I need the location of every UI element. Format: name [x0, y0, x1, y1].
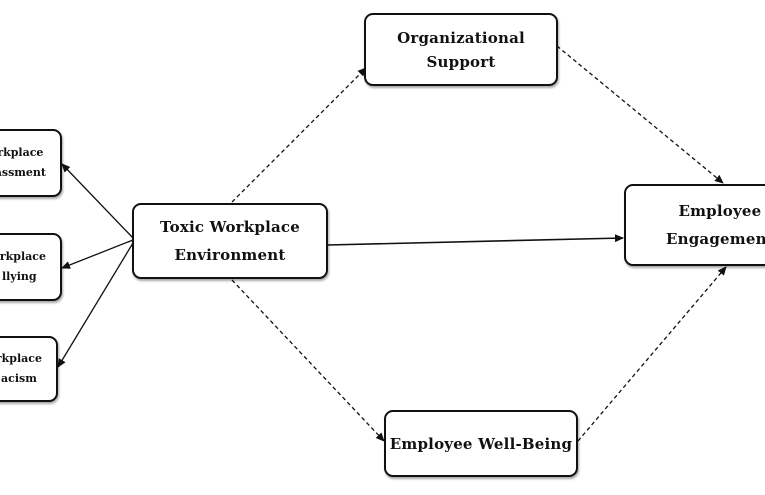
node-employee-engagement: Employee Engagement: [624, 184, 765, 266]
edge-toxic-to-engagement: [327, 234, 624, 246]
edge-toxic-to-support: [231, 67, 367, 203]
node-workplace-harassment-label: rkplace assment: [0, 146, 46, 179]
edge-support-to-engagement: [556, 45, 724, 184]
node-organizational-support: Organizational Support: [364, 13, 558, 86]
node-workplace-bullying-label: orkplace llying: [0, 250, 46, 283]
node-workplace-harassment: rkplace assment: [0, 129, 62, 197]
node-toxic-workplace-environment: Toxic Workplace Environment: [132, 203, 328, 279]
node-employee-well-being: Employee Well-Being: [384, 410, 578, 477]
node-workplace-bullying: orkplace llying: [0, 233, 62, 301]
node-employee-engagement-label: Employee Engagement: [666, 202, 765, 248]
edge-toxic-to-wellbeing: [231, 279, 385, 442]
node-workplace-racism: rkplace acism: [0, 336, 58, 402]
node-workplace-racism-label: rkplace acism: [0, 352, 42, 385]
edge-wellbeing-to-engagement: [577, 266, 727, 442]
edge-toxic-to-bullying: [61, 239, 134, 269]
edge-toxic-to-harassment: [61, 163, 134, 239]
edge-toxic-to-racism: [57, 242, 134, 368]
node-organizational-support-label: Organizational Support: [397, 28, 525, 71]
node-employee-well-being-label: Employee Well-Being: [389, 434, 573, 453]
node-toxic-workplace-environment-label: Toxic Workplace Environment: [160, 218, 300, 264]
